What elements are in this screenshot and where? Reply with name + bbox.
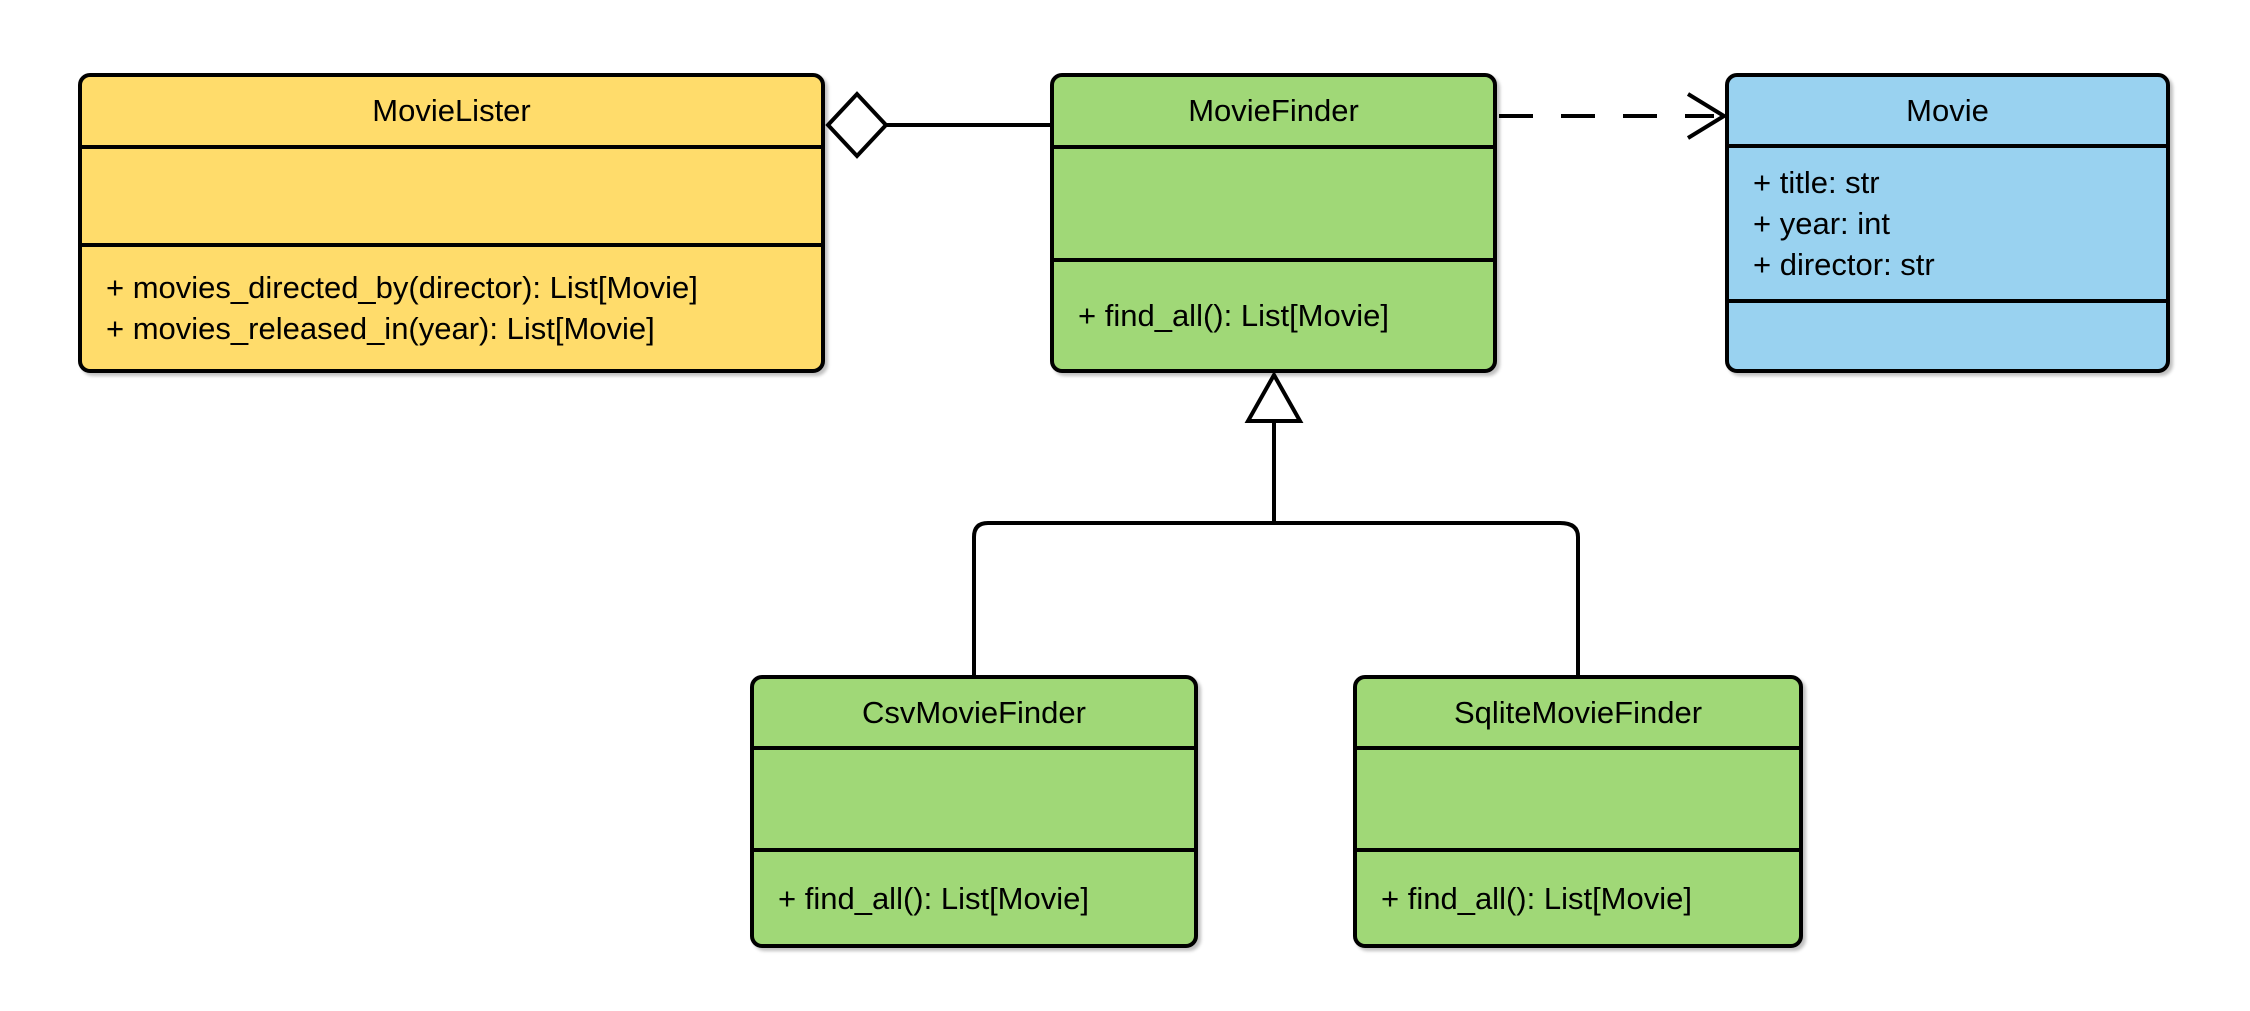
class-box-movie: Movie + title: str + year: int + directo… [1725,73,2170,373]
class-box-moviefinder: MovieFinder + find_all(): List[Movie] [1050,73,1497,373]
class-attributes: + title: str + year: int + director: str [1729,144,2166,299]
class-title: MovieLister [82,77,821,145]
method-label: + movies_released_in(year): List[Movie] [106,311,655,346]
class-name-label: MovieLister [372,93,531,128]
class-methods-empty [1729,299,2166,369]
method-label: + find_all(): List[Movie] [1381,880,1692,916]
class-attributes-empty [754,746,1194,848]
class-title: SqliteMovieFinder [1357,679,1799,746]
attribute-label: + year: int [1753,206,1890,241]
attribute-label: + director: str [1753,247,1935,282]
class-methods: + find_all(): List[Movie] [1054,258,1493,369]
class-name-label: MovieFinder [1188,93,1359,128]
method-label: + movies_directed_by(director): List[Mov… [106,270,698,305]
class-name-label: SqliteMovieFinder [1453,694,1703,730]
aggregation-connector [825,91,1052,159]
class-title: CsvMovieFinder [754,679,1194,746]
class-name-label: CsvMovieFinder [862,694,1086,730]
dependency-connector [1499,92,1728,140]
class-title: Movie [1729,77,2166,144]
class-methods: + find_all(): List[Movie] [754,848,1194,944]
class-methods: + movies_directed_by(director): List[Mov… [82,243,821,369]
method-label: + find_all(): List[Movie] [1078,298,1389,333]
inheritance-triangle-icon [1244,370,1304,423]
class-name-label: Movie [1906,92,1989,128]
class-box-movielister: MovieLister + movies_directed_by(directo… [78,73,825,373]
inheritance-connector [972,370,1580,677]
class-box-csvmoviefinder: CsvMovieFinder + find_all(): List[Movie] [750,675,1198,948]
method-label: + find_all(): List[Movie] [778,880,1089,916]
aggregation-diamond-icon [825,91,889,159]
class-attributes-empty [82,145,821,243]
class-methods: + find_all(): List[Movie] [1357,848,1799,944]
class-title: MovieFinder [1054,77,1493,145]
dependency-open-arrow-icon [1686,92,1728,140]
attribute-label: + title: str [1753,165,1880,200]
class-attributes-empty [1054,145,1493,258]
class-attributes-empty [1357,746,1799,848]
class-box-sqlitemoviefinder: SqliteMovieFinder + find_all(): List[Mov… [1353,675,1803,948]
